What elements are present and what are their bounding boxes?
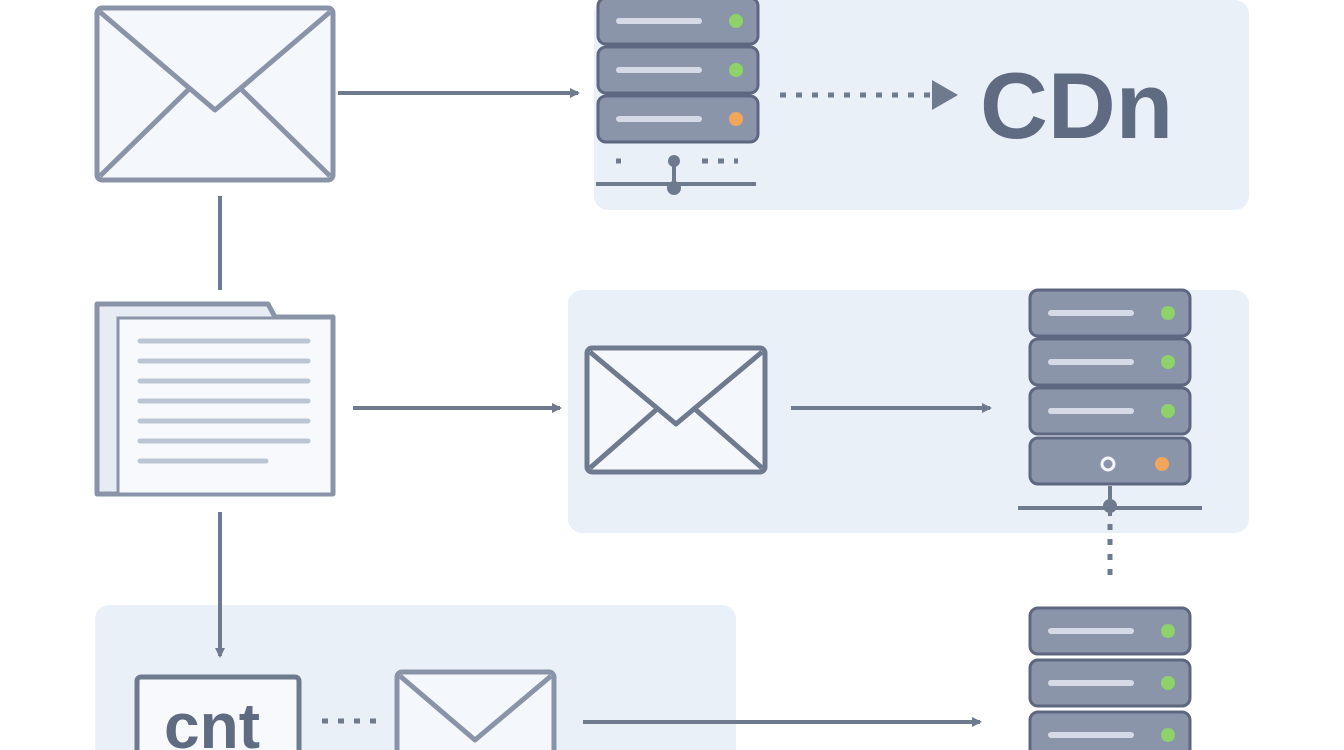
cnt-label: cnt <box>164 690 260 750</box>
envelope-icon <box>394 669 557 750</box>
cnt-box <box>134 674 302 750</box>
document-icon <box>94 301 336 497</box>
server-rack-icon <box>596 0 760 195</box>
server-rack-icon <box>1018 288 1202 516</box>
server-rack-icon <box>1028 606 1192 750</box>
cdn-label: CDn <box>980 53 1173 158</box>
envelope-icon <box>584 345 768 475</box>
envelope-icon <box>94 5 336 183</box>
